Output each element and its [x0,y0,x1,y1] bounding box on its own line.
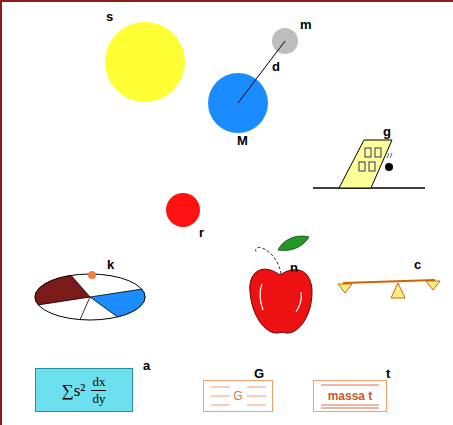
apple-stem [256,247,281,274]
text-lines [321,385,379,408]
letter-label: t [386,367,390,380]
letter-label: a [143,359,150,372]
red-ball [166,193,200,227]
window [359,162,365,171]
motion-mark [387,153,389,158]
letter-label: g [383,125,391,138]
formula-box: a∑s²dxdy [35,368,133,412]
apple-leaf [278,236,309,250]
letter-label: c [414,258,421,271]
disk-ellipse [35,274,145,320]
text-lines [211,387,266,405]
letter-label: m [300,18,312,31]
disk-sector [35,275,90,305]
letter-label: d [272,60,280,73]
formula-box: tmassa t [313,380,387,412]
box-text: massa t [328,390,373,402]
fraction-part: dy [92,391,105,406]
disk-dot [88,271,96,279]
window [365,148,371,157]
apple-highlight [260,284,263,310]
window [369,162,375,171]
box-body: G [204,381,272,411]
fraction: dxdy [91,375,106,405]
box-body: massa t [314,381,386,411]
apple-shape [250,269,312,333]
disk-spoke [80,297,90,320]
motion-mark [390,153,392,158]
apple-highlight [296,292,301,312]
letter-label: M [237,134,248,147]
formula-box: GG [203,380,273,412]
balance-fulcrum [391,283,405,298]
tower-shape [339,140,392,188]
fraction-part: dx [91,375,106,391]
letter-label: s [106,10,113,23]
box-body: ∑s² dxdy [36,369,132,411]
box-text: ∑s² [62,382,86,399]
disk-sector [90,289,145,317]
balance-pan [338,284,352,293]
box-text: G [233,390,242,402]
frame-line [0,0,453,2]
window [375,148,381,157]
frame-line [0,0,2,425]
distance-line [238,41,285,103]
sun-circle [105,22,185,102]
letter-label: n [290,261,298,274]
letter-label: r [199,226,204,239]
letter-label: G [254,367,264,380]
falling-ball [385,163,393,171]
balance-pan [426,281,440,290]
letter-label: k [107,258,114,271]
balance-beam [343,280,435,283]
